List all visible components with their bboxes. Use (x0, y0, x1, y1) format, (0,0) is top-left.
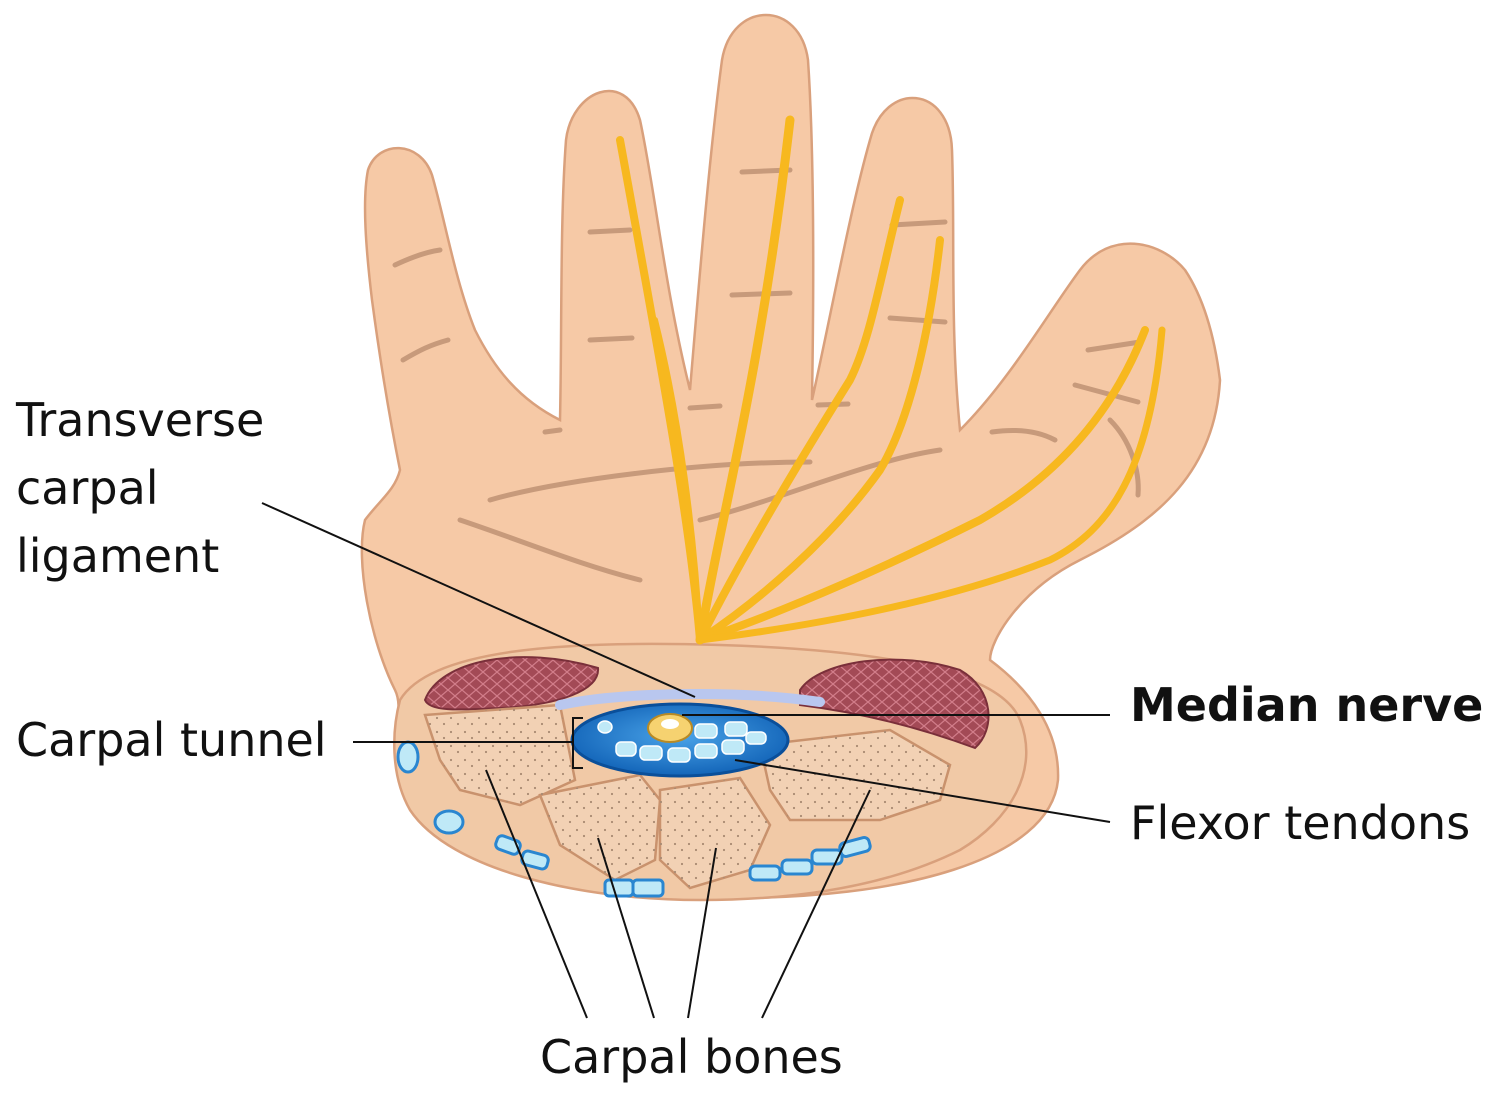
flexor-tendon (668, 748, 690, 762)
flexor-tendon (616, 742, 636, 756)
flexor-tendon (695, 724, 717, 738)
label-transverse-line2: carpal (16, 465, 159, 511)
label-transverse-line3: ligament (16, 533, 219, 579)
flexor-tendon (695, 744, 717, 758)
label-transverse-line1: Transverse (16, 397, 264, 443)
flexor-tendon (598, 721, 612, 733)
flexor-tendon (640, 746, 662, 760)
label-flexor-tendons: Flexor tendons (1130, 800, 1470, 846)
flexor-tendon (722, 740, 744, 754)
label-median-nerve: Median nerve (1130, 682, 1483, 728)
label-carpal-bones: Carpal bones (540, 1034, 843, 1080)
label-carpal-tunnel: Carpal tunnel (16, 717, 327, 763)
flexor-tendon (725, 722, 747, 736)
flexor-tendon (746, 732, 766, 744)
